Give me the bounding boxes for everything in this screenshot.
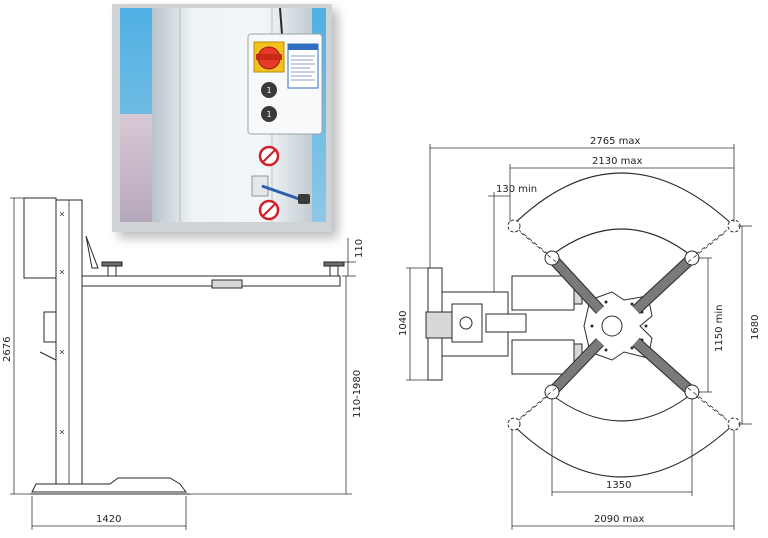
dim-bottom-max: 2090 max xyxy=(594,514,644,525)
lift-arm xyxy=(548,338,604,396)
dim-base-length: 1420 xyxy=(96,514,121,525)
dim-arm-spread-max: 2130 max xyxy=(592,156,642,167)
lock-lever xyxy=(251,175,310,204)
dim-inner-min: 1150 min xyxy=(714,305,725,353)
dim-inner-pads: 1350 xyxy=(606,480,631,491)
dim-column-width: 1040 xyxy=(398,311,409,336)
lift-arm xyxy=(632,337,696,397)
prohibition-sign-icon xyxy=(258,199,280,221)
panel-button-bottom: 1 xyxy=(266,110,271,119)
lift-arm xyxy=(632,253,696,315)
dim-total-height: 2676 xyxy=(2,337,13,362)
dim-lift-height: 110-1980 xyxy=(352,370,363,418)
prohibition-sign-icon xyxy=(258,145,280,167)
lift-arm xyxy=(547,254,605,314)
dim-arm-thickness: 110 xyxy=(354,239,365,258)
control-box: 1 1 xyxy=(247,33,323,135)
dim-arm-min: 130 min xyxy=(496,184,537,195)
dim-outer-width: 1680 xyxy=(750,315,761,340)
panel-button-top: 1 xyxy=(266,86,271,95)
dim-overall-max: 2765 max xyxy=(590,136,640,147)
control-panel-photo: 1 1 xyxy=(112,4,332,232)
